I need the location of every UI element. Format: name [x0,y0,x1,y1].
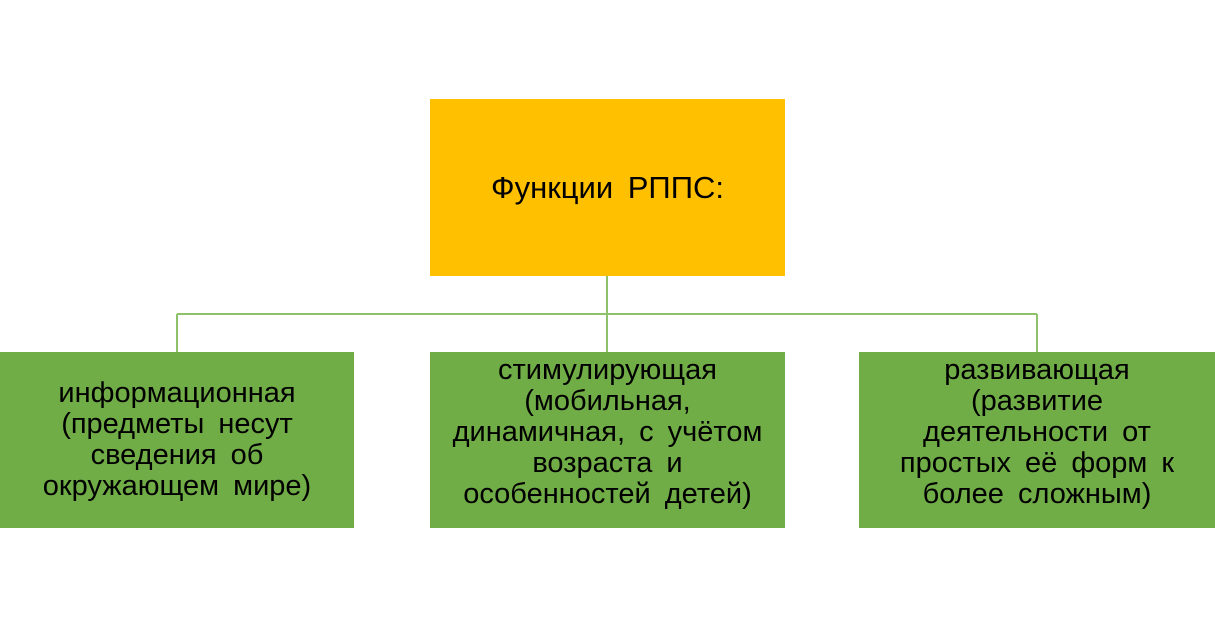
root-node: Функции РППС: [430,99,785,276]
child-node-developing: развивающая (развитие деятельности от пр… [859,352,1215,528]
child-node-stimulating: стимулирующая (мобильная, динамичная, с … [430,352,785,528]
child-node-developing-label: развивающая (развитие деятельности от пр… [899,353,1175,510]
root-node-label: Функции РППС: [491,170,724,205]
child-node-informational: информационная (предметы несут сведения … [0,352,354,528]
child-node-stimulating-label: стимулирующая (мобильная, динамичная, с … [452,353,763,510]
child-node-informational-label: информационная (предметы несут сведения … [42,377,312,502]
